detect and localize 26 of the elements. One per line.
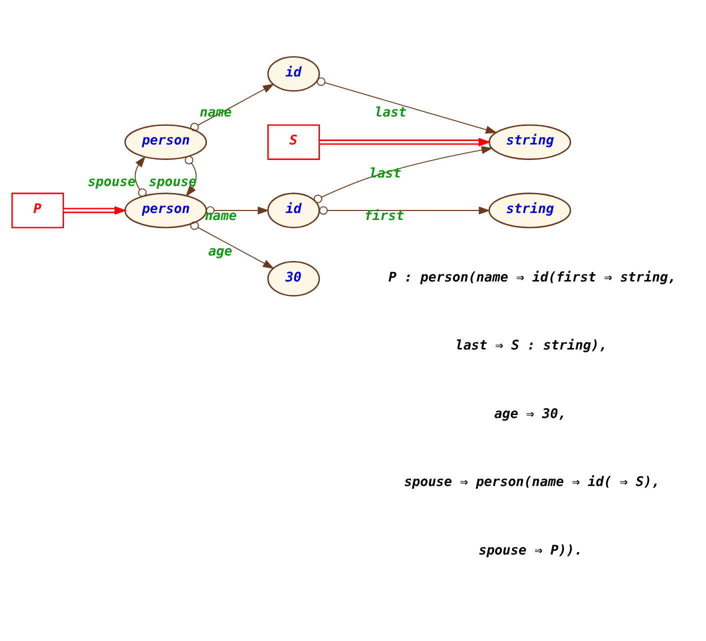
label: age ⇒ 30, — [494, 406, 566, 422]
edge-label: age — [208, 244, 232, 260]
arrow — [316, 77, 498, 134]
edge-label: first — [364, 209, 404, 224]
arrow — [64, 206, 127, 215]
node-ellipse: id — [267, 192, 320, 228]
node-ellipse: 30 — [267, 260, 320, 297]
node-ellipse: string — [488, 192, 572, 228]
node-ellipse: string — [488, 124, 572, 160]
edge-label: spouse — [88, 175, 136, 190]
label: spouse ⇒ P)). — [478, 544, 582, 559]
node-ellipse: id — [267, 56, 320, 92]
node-ellipse: person — [124, 124, 207, 160]
arrow — [190, 84, 274, 132]
node-box: S — [267, 124, 320, 160]
edge-label: name — [204, 209, 237, 224]
edge-label: last — [374, 105, 407, 120]
node-box: P — [11, 192, 64, 228]
label: P : person(name ⇒ id(first ⇒ string, — [388, 270, 676, 286]
arrow — [319, 206, 490, 215]
arrow — [134, 156, 147, 197]
label: spouse ⇒ person(name ⇒ id( ⇒ S), — [404, 475, 660, 490]
arrow — [314, 146, 493, 204]
arrow — [320, 138, 491, 146]
label: last ⇒ S : string), — [455, 338, 608, 354]
arrow — [190, 221, 274, 269]
